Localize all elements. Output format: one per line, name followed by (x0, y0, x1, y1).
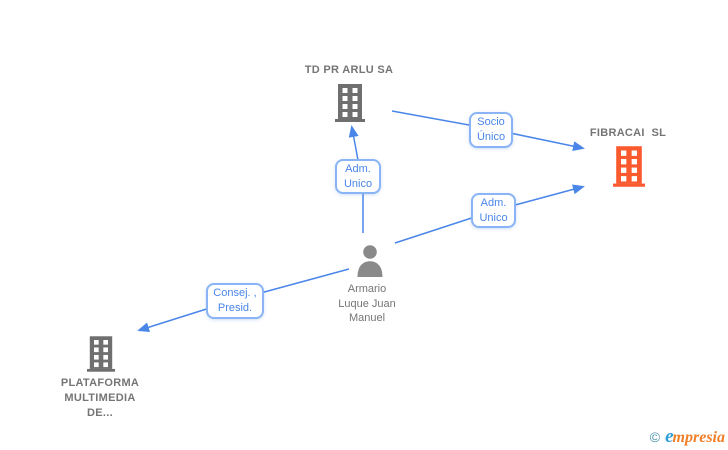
relation-line: Unico (343, 177, 373, 190)
relation-line: Socio (477, 116, 505, 128)
relation-line: Presid. (217, 302, 253, 314)
relation-box-socio-unico: Socio Único (469, 112, 513, 148)
label-line: Manuel (348, 312, 386, 324)
company-label-fibracai[interactable]: FIBRACAI SL (589, 127, 667, 139)
building-icon-fibracai[interactable] (613, 146, 645, 187)
label-line: PLATAFORMA (60, 377, 140, 389)
empresia-logo[interactable]: © e mpresia (650, 426, 725, 448)
edge-person-to-td-upper (348, 125, 359, 161)
relation-line: Único (476, 131, 506, 143)
copyright-symbol: © (649, 429, 661, 445)
label-line: Luque Juan (338, 297, 396, 310)
brand-rest: mpresia (672, 429, 725, 446)
person-icon[interactable] (357, 245, 383, 277)
relation-line: Consej. , (213, 287, 257, 299)
relation-box-adm-unico-td: Adm. Unico (335, 159, 381, 194)
building-icon-plataforma[interactable] (87, 336, 115, 372)
company-label-plataforma[interactable]: PLATAFORMA MULTIMEDIA DE... (20, 376, 180, 421)
company-label-td-pr-arlu[interactable]: TD PR ARLU SA (304, 64, 394, 76)
building-icon-td-pr-arlu[interactable] (335, 84, 365, 122)
relation-line: Adm. (480, 196, 507, 209)
brand-initial: e (665, 426, 674, 447)
label-line: Armario (347, 283, 387, 295)
relation-box-adm-unico-fibracai: Adm. Unico (471, 193, 516, 228)
label-line: MULTIMEDIA (64, 392, 136, 404)
relation-box-consej-presid: Consej. , Presid. (206, 283, 264, 319)
label-line: DE... (87, 407, 113, 419)
relation-line: Adm. (345, 162, 371, 175)
person-label[interactable]: Armario Luque Juan Manuel (287, 282, 447, 326)
relation-line: Unico (479, 211, 508, 224)
